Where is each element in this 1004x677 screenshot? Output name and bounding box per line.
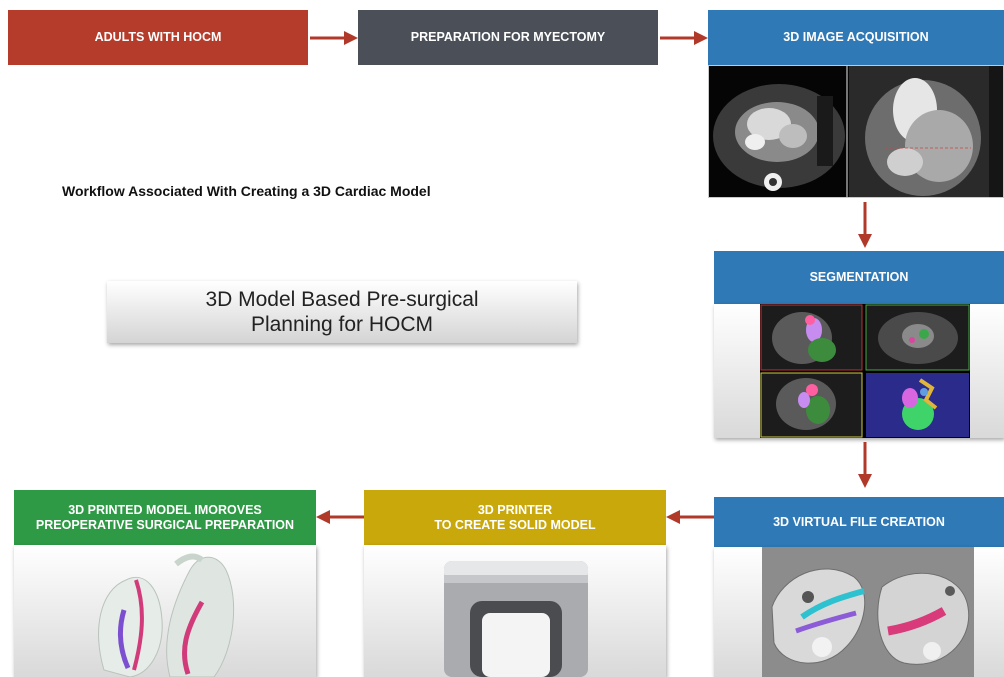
workflow-title: Workflow Associated With Creating a 3D C… [62, 183, 431, 199]
ct-scan-image [708, 65, 1004, 198]
ct-scan-graphic [709, 66, 1003, 197]
step-segmentation: SEGMENTATION [714, 251, 1004, 304]
step-3d-printed-model: 3D PRINTED MODEL IMOROVES PREOPERATIVE S… [14, 490, 316, 545]
virtual-file-image [762, 547, 974, 677]
arrow-left-2 [316, 510, 364, 524]
step-adults-with-hocm: ADULTS WITH HOCM [8, 10, 308, 65]
virtual-file-graphic [762, 547, 974, 677]
arrow-down-2 [858, 442, 872, 488]
step-3d-virtual-file-creation: 3D VIRTUAL FILE CREATION [714, 497, 1004, 547]
step-preparation-for-myectomy: PREPARATION FOR MYECTOMY [358, 10, 658, 65]
pre-surgical-planning-box: 3D Model Based Pre-surgical Planning for… [107, 281, 577, 343]
arrow-left-1 [666, 510, 714, 524]
step-3d-image-acquisition: 3D IMAGE ACQUISITION [708, 10, 1004, 65]
step-3d-printer: 3D PRINTER TO CREATE SOLID MODEL [364, 490, 666, 545]
segmentation-graphic [760, 304, 970, 438]
arrow-right-2 [660, 31, 708, 45]
printed-model-panel [14, 545, 316, 677]
arrow-down-1 [858, 202, 872, 248]
printed-heart-model-image [98, 553, 235, 677]
arrow-right-1 [310, 31, 358, 45]
segmentation-image [760, 304, 970, 438]
3d-printer-image [444, 561, 588, 677]
